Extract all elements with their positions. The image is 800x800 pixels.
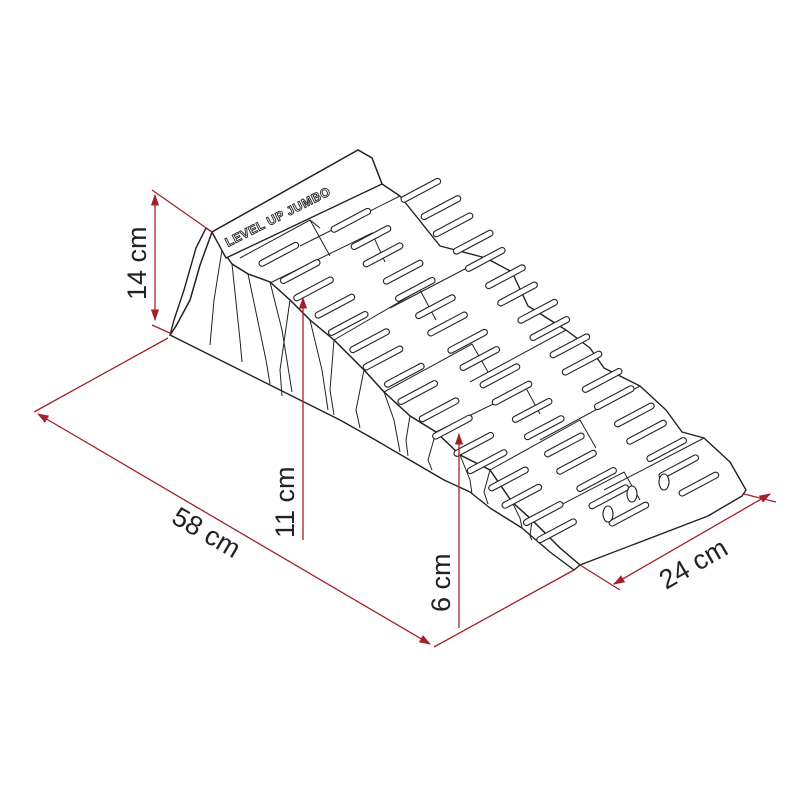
label-length: 58 cm [167, 501, 246, 564]
label-height-step2: 6 cm [426, 553, 456, 612]
tread-slot [588, 484, 630, 510]
tread-slot [349, 328, 390, 354]
tread-slot [626, 419, 667, 445]
tread-slot [394, 276, 436, 302]
tread-slot [258, 241, 300, 267]
hole [658, 473, 670, 491]
tread-slot [447, 328, 488, 354]
tread-slot [466, 449, 508, 475]
tread-slot [497, 281, 538, 307]
tread-slot [556, 449, 597, 475]
tread-slot [593, 385, 635, 411]
tread-slot [397, 380, 439, 406]
tread-slot [382, 259, 424, 285]
logo-band [211, 149, 383, 259]
tread-slot [576, 467, 617, 492]
tread-slot [491, 380, 533, 406]
tread-slot [330, 207, 372, 233]
tread-slot [529, 316, 571, 342]
tread-slot [279, 259, 321, 285]
tread-slot [536, 518, 577, 544]
tread-slot [501, 483, 543, 509]
ramp-body: LEVEL UP JUMBO [169, 149, 747, 571]
dim-length-line [36, 413, 432, 645]
tread-slot [427, 311, 468, 337]
tread-slot [400, 177, 442, 203]
tread-slot [293, 276, 334, 302]
hole [602, 505, 614, 523]
tread-slot [561, 350, 603, 376]
tread-slot [549, 333, 591, 359]
tread-slot [485, 264, 526, 290]
tread-slot [614, 402, 655, 428]
tread-slot [581, 367, 623, 393]
tread-slot [327, 310, 369, 336]
tread-slots [258, 177, 720, 544]
tread-slot [415, 294, 456, 320]
tread-slot [384, 362, 425, 388]
tread-slot [511, 397, 553, 423]
tread-slot [459, 346, 501, 372]
tread-slot [479, 363, 521, 389]
tread-slot [362, 242, 404, 268]
hole [626, 485, 638, 503]
tread-slot [362, 345, 404, 371]
tread-slot [517, 298, 558, 324]
tread-slot [646, 437, 687, 462]
label-width: 24 cm [654, 532, 733, 595]
tread-slot [453, 431, 495, 457]
label-height-step1: 11 cm [270, 466, 300, 538]
tread-slot [432, 414, 473, 440]
tread-slot [420, 195, 462, 221]
tread-slot [544, 432, 585, 458]
label-height-total: 14 cm [122, 226, 152, 300]
tread-slot [314, 293, 356, 319]
dim-width-line [612, 493, 772, 585]
tread-slot [452, 229, 494, 255]
tread-slot [658, 454, 700, 480]
tread-slot [523, 415, 565, 441]
tread-slot [522, 501, 564, 526]
tread-slot [350, 225, 392, 251]
tread-slot [464, 246, 506, 272]
tread-slot [432, 212, 474, 238]
dimension-lines [33, 189, 777, 648]
tread-slot [488, 466, 529, 492]
